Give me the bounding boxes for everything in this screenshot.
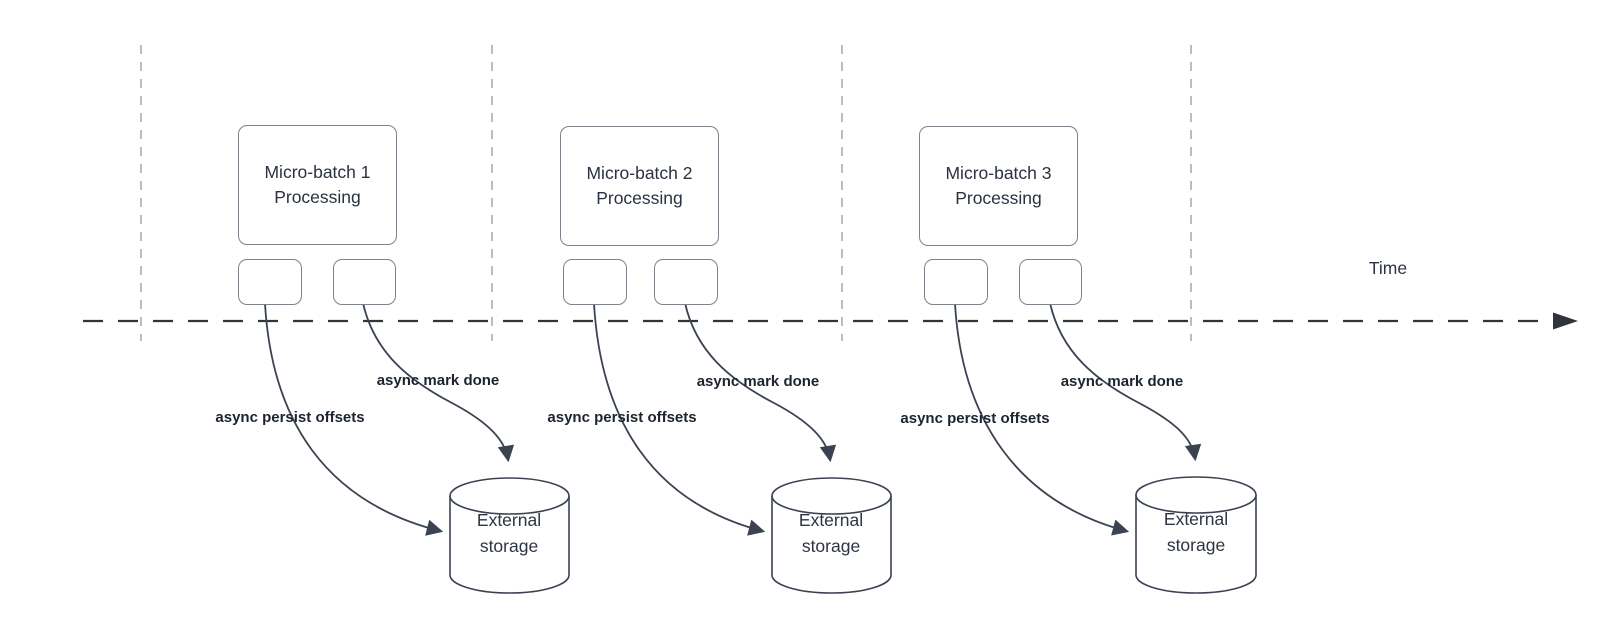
external-storage-label-1: External storage	[449, 507, 569, 560]
persist-offsets-arrow-1	[264, 303, 444, 536]
external-storage-label-2-line1: External	[798, 510, 864, 530]
micro-batch-3-processing-box: Micro-batch 3 Processing	[919, 126, 1078, 246]
external-storage-label-3: External storage	[1136, 506, 1256, 559]
external-storage-label-3-line2: storage	[1166, 535, 1226, 556]
micro-batch-2-task-left-box	[563, 259, 627, 305]
mark-done-arrow-2	[684, 302, 837, 463]
persist-offsets-arrow-3	[954, 303, 1130, 536]
micro-batch-2-label-line2: Processing	[596, 188, 683, 208]
micro-batch-1-label-line1: Micro-batch 1	[264, 161, 371, 182]
mark-done-arrow-1	[362, 302, 515, 463]
mark-done-arrow-3	[1049, 302, 1202, 462]
storage-cylinder-3	[1135, 476, 1257, 594]
micro-batch-3-task-right-box	[1019, 259, 1082, 305]
persist-offsets-label-1: async persist offsets	[215, 409, 365, 426]
mark-done-label-2: async mark done	[696, 373, 820, 390]
mark-done-label-1: async mark done	[376, 372, 500, 389]
micro-batch-1-task-left-box	[238, 259, 302, 305]
micro-batch-1-task-right-box	[333, 259, 396, 305]
micro-batch-2-processing-box: Micro-batch 2 Processing	[560, 126, 719, 246]
storage-cylinder-1	[449, 477, 570, 594]
micro-batch-3-task-left-box	[924, 259, 988, 305]
micro-batch-2-task-right-box	[654, 259, 718, 305]
external-storage-label-2: External storage	[771, 507, 891, 560]
external-storage-label-1-line1: External	[476, 510, 542, 530]
time-axis-label: Time	[1368, 258, 1408, 278]
micro-batch-1-processing-box: Micro-batch 1 Processing	[238, 125, 397, 245]
micro-batch-3-label-line2: Processing	[955, 188, 1042, 208]
micro-batch-3-label-line1: Micro-batch 3	[945, 162, 1052, 183]
storage-cylinder-2	[771, 477, 892, 594]
micro-batch-2-label-line1: Micro-batch 2	[586, 162, 693, 183]
persist-offsets-label-3: async persist offsets	[900, 410, 1050, 427]
external-storage-label-2-line2: storage	[801, 536, 861, 557]
persist-offsets-label-2: async persist offsets	[547, 409, 697, 426]
persist-offsets-arrow-2	[593, 303, 766, 536]
mark-done-label-3: async mark done	[1060, 373, 1184, 390]
external-storage-label-1-line2: storage	[479, 536, 539, 557]
time-axis-arrowhead-icon	[1553, 312, 1578, 330]
micro-batch-1-label-line2: Processing	[274, 187, 361, 207]
external-storage-label-3-line1: External	[1163, 509, 1229, 529]
